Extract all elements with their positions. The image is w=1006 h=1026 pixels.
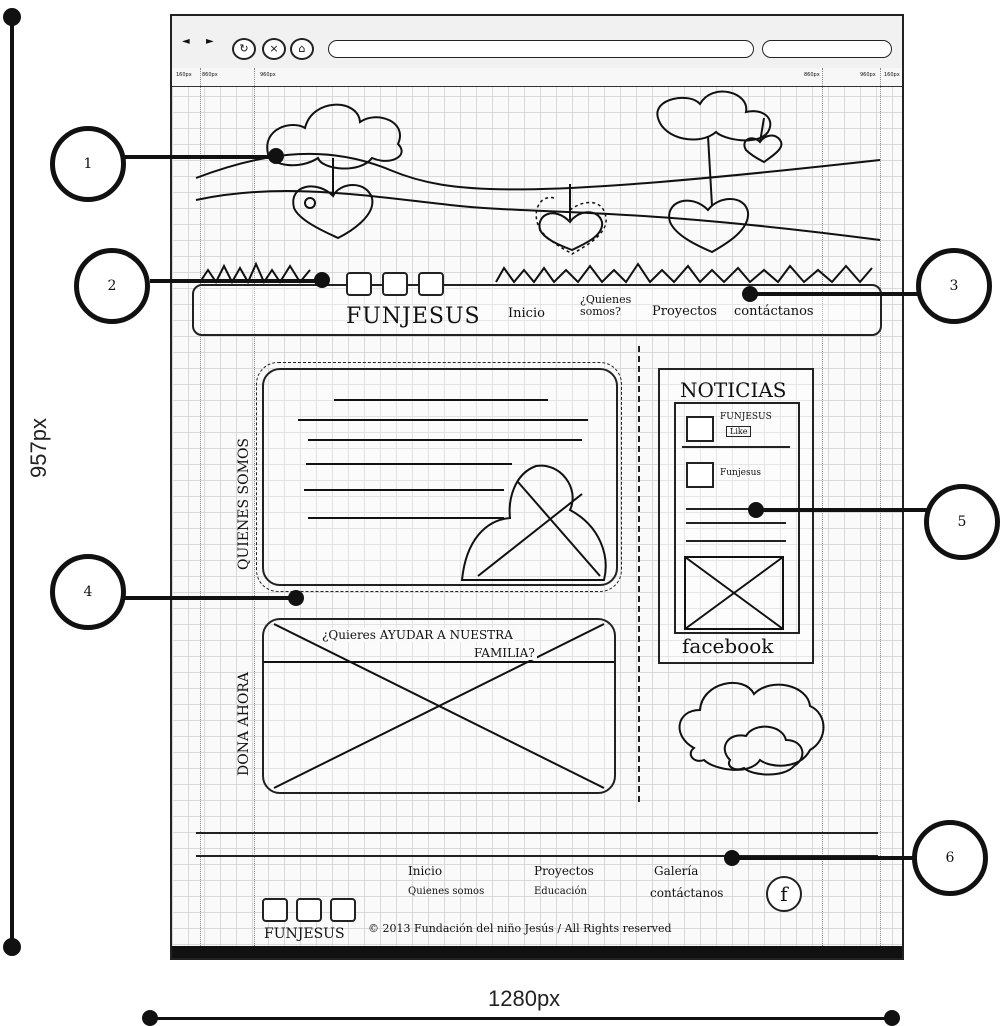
height-dimension-dot-top (3, 8, 21, 26)
footer-copyright: © 2013 Fundación del niño Jesús / All Ri… (368, 922, 672, 935)
callout-2-dot (314, 272, 330, 288)
width-dimension-line (148, 1017, 892, 1020)
about-text-lines (264, 370, 616, 584)
search-bar[interactable] (762, 40, 892, 58)
site-logo-text[interactable]: FUNJESUS (346, 304, 481, 329)
donate-heading-line2: FAMILIA? (472, 646, 537, 660)
height-dimension-label: 957px (26, 418, 52, 478)
news-thumb-icon (686, 416, 714, 442)
back-button[interactable]: ◄ (182, 36, 190, 47)
donate-panel[interactable]: ¿Quieres AYUDAR A NUESTRA FAMILIA? (262, 618, 616, 794)
column-divider (638, 346, 640, 802)
news-text-line (686, 540, 786, 542)
divider (682, 446, 790, 448)
width-dimension-dot-left (142, 1010, 158, 1026)
facebook-icon[interactable]: f (766, 876, 802, 912)
callout-4-leader (118, 596, 296, 600)
callout-6: 6 (912, 820, 988, 896)
news-thumb-icon (686, 462, 714, 488)
ruler-label: 160px (884, 72, 900, 78)
height-dimension-line (10, 16, 14, 944)
footer-link-contactanos[interactable]: contáctanos (650, 886, 723, 900)
donate-image-placeholder (264, 620, 614, 792)
person-placeholder (462, 466, 606, 580)
footer-link-inicio[interactable]: Inicio (408, 864, 442, 878)
about-section-label: QUIENES SOMOS (236, 438, 252, 570)
nav-item-quienes-somos[interactable]: ¿Quienes somos? (580, 294, 638, 318)
layout-guide (822, 68, 823, 946)
forward-button[interactable]: ► (206, 36, 214, 47)
callout-3-leader (750, 292, 928, 296)
callout-1-leader (125, 155, 277, 159)
footer-link-educacion[interactable]: Educación (534, 886, 587, 897)
nav-item-contactanos[interactable]: contáctanos (734, 304, 814, 319)
donate-section-label: DONA AHORA (236, 672, 252, 776)
callout-5: 5 (924, 484, 1000, 560)
layout-guide (254, 68, 255, 946)
logo-square (346, 272, 372, 296)
news-title: NOTICIAS (680, 378, 786, 402)
ruler-label: 960px (260, 72, 276, 78)
callout-1: 1 (50, 126, 126, 202)
reload-icon[interactable]: ↻ (232, 38, 256, 60)
about-panel (262, 368, 618, 586)
footer-link-quienes-somos[interactable]: Quienes somos (408, 886, 484, 897)
footer-logo-square (262, 898, 288, 922)
layout-guide (200, 68, 201, 946)
width-dimension-dot-right (884, 1010, 900, 1026)
nav-item-inicio[interactable]: Inicio (508, 306, 545, 321)
height-dimension-dot-bottom (3, 938, 21, 956)
browser-chrome: ◄ ► ↻ × ⌂ (172, 16, 902, 70)
callout-5-dot (748, 502, 764, 518)
address-bar[interactable] (328, 40, 754, 58)
ruler-label: 860px (202, 72, 218, 78)
callout-6-leader (730, 856, 920, 860)
donate-heading-line1: ¿Quieres AYUDAR A NUESTRA (320, 628, 515, 642)
footer-link-galeria[interactable]: Galería (654, 864, 698, 878)
facebook-wordmark[interactable]: facebook (682, 634, 773, 658)
footer-brand: FUNJESUS (264, 926, 345, 942)
facebook-widget: FUNJESUS Like Funjesus (674, 402, 800, 634)
news-sidebar: NOTICIAS FUNJESUS Like Funjesus facebook (658, 368, 814, 664)
logo-square (382, 272, 408, 296)
footer-logo-square (330, 898, 356, 922)
ruler-label: 960px (860, 72, 876, 78)
ruler-bar: 160px 860px 960px 860px 960px 160px (172, 68, 902, 87)
callout-2: 2 (74, 248, 150, 324)
footer-logo-square (296, 898, 322, 922)
footer-top-rule (196, 832, 878, 834)
callout-6-dot (724, 850, 740, 866)
callout-3: 3 (916, 248, 992, 324)
ruler-label: 860px (804, 72, 820, 78)
news-item-name[interactable]: FUNJESUS (720, 412, 772, 422)
callout-1-dot (268, 148, 284, 164)
news-image-placeholder (684, 556, 784, 630)
width-dimension-label: 1280px (488, 986, 560, 1012)
callout-2-leader (150, 279, 320, 283)
callout-4: 4 (50, 554, 126, 630)
ruler-label: 160px (176, 72, 192, 78)
callout-5-leader (756, 508, 934, 512)
news-text-line (686, 522, 786, 524)
home-icon[interactable]: ⌂ (290, 38, 314, 60)
footer-link-proyectos[interactable]: Proyectos (534, 864, 594, 878)
callout-3-dot (742, 286, 758, 302)
callout-4-dot (288, 590, 304, 606)
close-icon[interactable]: × (262, 38, 286, 60)
nav-item-proyectos[interactable]: Proyectos (652, 304, 717, 319)
logo-square (418, 272, 444, 296)
like-button[interactable]: Like (726, 426, 751, 437)
news-item-name[interactable]: Funjesus (720, 468, 761, 478)
status-bar (172, 946, 902, 958)
layout-guide (880, 68, 881, 946)
